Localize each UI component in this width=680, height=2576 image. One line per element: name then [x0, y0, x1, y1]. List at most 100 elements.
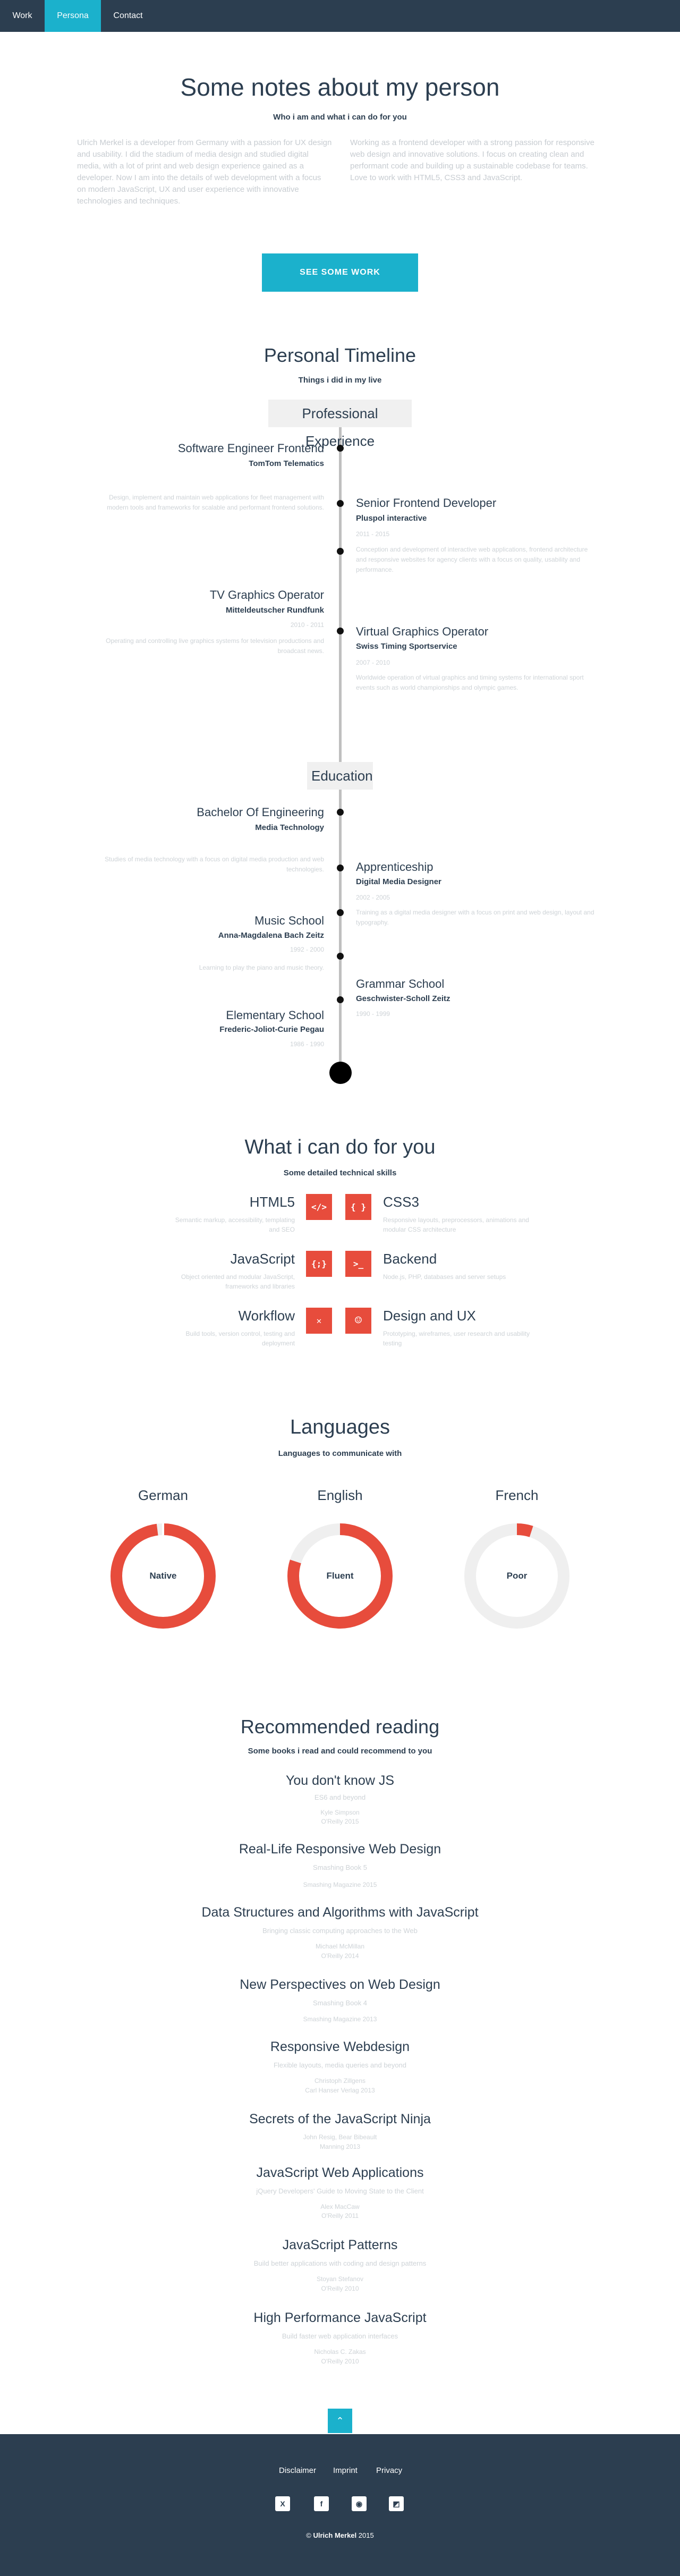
terminal-icon: >_	[345, 1251, 371, 1277]
top-navigation: Work Persona Contact	[0, 0, 680, 32]
timeline-dot	[337, 628, 344, 634]
book-publisher: O'Reilly 2014	[321, 1952, 359, 1960]
timeline-date: 1986 - 1990	[290, 1040, 324, 1048]
timeline-date: 2011 - 2015	[356, 530, 390, 538]
facebook-icon[interactable]: f	[314, 2496, 329, 2511]
timeline-title-senior-frontend: Senior Frontend Developer	[356, 496, 497, 510]
book-author: John Resig, Bear Bibeault	[303, 2133, 377, 2141]
book-publisher: Smashing Magazine 2013	[303, 2015, 377, 2023]
copyright-name: Ulrich Merkel	[313, 2531, 357, 2539]
skill-name-backend: Backend	[383, 1251, 437, 1267]
braces-icon: { }	[345, 1194, 371, 1220]
timeline-desc-bachelor: Studies of media technology with a focus…	[105, 855, 324, 873]
skill-desc-backend: Node.js, PHP, databases and server setup…	[383, 1273, 506, 1281]
timeline-dot	[337, 445, 344, 452]
timeline-title-virtual-graphics: Virtual Graphics Operator	[356, 625, 489, 638]
book-publisher: O'Reilly 2010	[321, 2358, 359, 2365]
timeline-date: 1990 - 1999	[356, 1010, 390, 1018]
xing-icon[interactable]: X	[275, 2496, 290, 2511]
timeline-dot	[337, 500, 344, 507]
timeline-line-professional	[339, 414, 342, 762]
language-name-french: French	[495, 1487, 539, 1503]
book-title: Real-Life Responsive Web Design	[239, 1842, 441, 1857]
language-name-english: English	[317, 1487, 363, 1503]
timeline-date: 2007 - 2010	[356, 659, 390, 666]
timeline-desc-pluspol: Conception and development of interactiv…	[356, 546, 588, 573]
book-title: New Perspectives on Web Design	[240, 1977, 440, 1992]
footer-link-imprint[interactable]: Imprint	[333, 2466, 358, 2475]
copyright-year: 2015	[358, 2531, 374, 2539]
skill-name-css3: CSS3	[383, 1194, 419, 1210]
book-subtitle: Build better applications with coding an…	[253, 2259, 427, 2267]
about-text-left: Ulrich Merkel is a developer from German…	[77, 138, 332, 206]
skill-desc-design-ux: Prototyping, wireframes, user research a…	[383, 1330, 530, 1347]
reading-title: Recommended reading	[240, 1716, 440, 1738]
book-subtitle: Smashing Book 4	[313, 1999, 367, 2007]
timeline-title-software-engineer: Software Engineer Frontend	[177, 442, 324, 455]
timeline-org-media-designer: Digital Media Designer	[356, 877, 441, 886]
timeline-title-bachelor: Bachelor Of Engineering	[197, 806, 324, 819]
footer-link-privacy[interactable]: Privacy	[376, 2466, 403, 2475]
timeline-org-pluspol: Pluspol interactive	[356, 514, 427, 523]
book-author: Alex MacCaw	[320, 2203, 360, 2210]
skill-desc-workflow: Build tools, version control, testing an…	[185, 1330, 295, 1347]
timeline-desc-tomtom: Design, implement and maintain web appli…	[107, 494, 324, 511]
timeline-title-apprenticeship: Apprenticeship	[356, 860, 434, 874]
delicious-icon[interactable]: ◩	[389, 2496, 404, 2511]
timeline-title-music-school: Music School	[254, 914, 324, 927]
donut-arc	[464, 1523, 570, 1629]
chevron-up-icon: ⌃	[336, 2416, 344, 2426]
timeline-org-tomtom: TomTom Telematics	[249, 459, 324, 468]
language-donut-french	[464, 1523, 570, 1629]
education-caption: Education	[307, 762, 373, 790]
book-title: JavaScript Patterns	[282, 2238, 398, 2252]
book-subtitle: ES6 and beyond	[314, 1793, 366, 1801]
book-subtitle: Build faster web application interfaces	[282, 2332, 398, 2340]
skill-name-html5: HTML5	[249, 1194, 295, 1210]
book-author: Christoph Zillgens	[314, 2077, 366, 2084]
book-publisher: O'Reilly 2015	[321, 1818, 359, 1825]
timeline-dot	[337, 548, 344, 555]
nav-item-persona[interactable]: Persona	[45, 0, 101, 32]
github-icon[interactable]: ◉	[352, 2496, 367, 2511]
timeline-desc-mdr: Operating and controlling live graphics …	[106, 637, 324, 655]
book-title: Data Structures and Algorithms with Java…	[201, 1905, 479, 1920]
book-title: Responsive Webdesign	[270, 2039, 410, 2054]
language-name-german: German	[138, 1487, 188, 1503]
book-publisher: O'Reilly 2010	[321, 2285, 359, 2292]
timeline-title-elementary-school: Elementary School	[226, 1009, 324, 1022]
footer-link-disclaimer[interactable]: Disclaimer	[279, 2466, 317, 2475]
book-author: Stoyan Stefanov	[316, 2275, 364, 2283]
timeline-org-curie-pegau: Frederic-Joliot-Curie Pegau	[219, 1025, 324, 1034]
professional-experience-caption: Professional Experience	[268, 400, 412, 449]
timeline-date: 2010 - 2011	[290, 621, 324, 629]
language-donut-german	[110, 1523, 216, 1629]
language-donut-english	[287, 1523, 393, 1629]
timeline-desc-music-school: Learning to play the piano and music the…	[199, 964, 324, 971]
nav-item-work[interactable]: Work	[12, 11, 32, 20]
timeline-date: 1992 - 2000	[290, 946, 324, 953]
about-title: Some notes about my person	[180, 73, 500, 101]
donut-arc	[287, 1523, 393, 1629]
timeline-end-dot	[329, 1062, 352, 1084]
timeline-subtitle: Things i did in my live	[298, 376, 382, 385]
nav-item-contact[interactable]: Contact	[113, 11, 143, 20]
code-icon: </>	[306, 1194, 332, 1220]
back-to-top-button[interactable]: ⌃	[328, 2409, 352, 2433]
timeline-dot	[337, 865, 344, 871]
tools-icon: ✕	[306, 1308, 332, 1334]
languages-subtitle: Languages to communicate with	[278, 1449, 402, 1458]
see-some-work-button[interactable]: SEE SOME WORK	[262, 253, 418, 292]
timeline-title: Personal Timeline	[264, 344, 416, 366]
language-level-german: Native	[149, 1571, 177, 1581]
timeline-dot	[337, 953, 344, 960]
book-publisher: Manning 2013	[319, 2143, 361, 2150]
copyright: © Ulrich Merkel 2015	[0, 2531, 680, 2539]
skill-name-design-ux: Design and UX	[383, 1308, 476, 1324]
timeline-org-scholl-zeitz: Geschwister-Scholl Zeitz	[356, 994, 450, 1003]
copyright-symbol: ©	[306, 2531, 311, 2539]
about-text-right: Working as a frontend developer with a s…	[350, 138, 594, 182]
timeline-desc-apprenticeship: Training as a digital media designer wit…	[356, 909, 594, 926]
skills-title: What i can do for you	[244, 1136, 436, 1158]
skill-name-workflow: Workflow	[238, 1308, 295, 1324]
